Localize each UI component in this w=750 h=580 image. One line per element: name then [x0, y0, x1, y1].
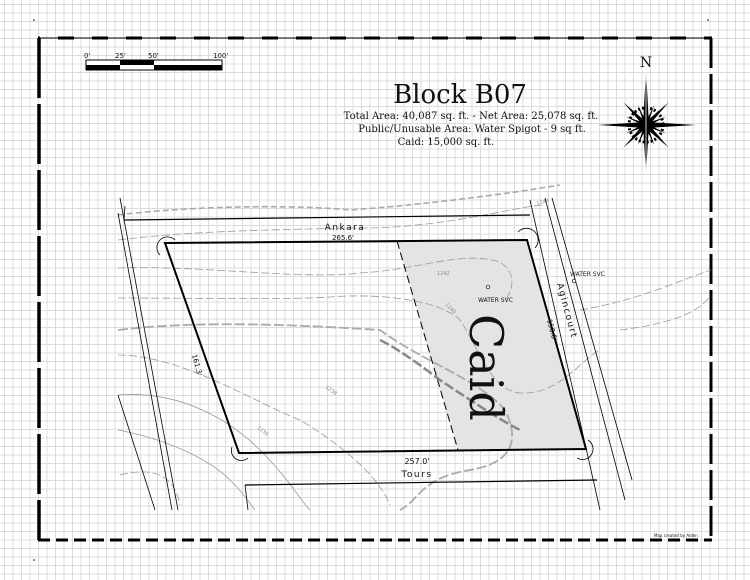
contour-label: 1238: [324, 385, 338, 397]
dimension-south: 257.0': [404, 457, 429, 466]
map-credit: Map created by Aiden: [654, 533, 698, 538]
scale-label-0: 0': [84, 52, 90, 60]
contour-label: 1236: [256, 425, 270, 438]
street-name-north: Ankara: [325, 223, 366, 233]
utility-label: WATER SVC: [570, 271, 605, 278]
caid-boundary: [396, 240, 459, 451]
area-summary-line2: Public/Unusable Area: Water Spigot - 9 s…: [358, 124, 586, 135]
caid-label: Caid: [459, 314, 513, 421]
utility-label: WATER SVC: [478, 297, 513, 304]
scale-label-50: 50': [148, 52, 159, 60]
contour-label: 1242: [437, 271, 450, 277]
dimension-west: 161.3': [190, 353, 203, 376]
water-service-icon: [571, 278, 577, 284]
map-border: [37, 36, 713, 542]
contour-label: 1244: [536, 198, 550, 207]
scale-bar: 0' 25' 50' 100': [84, 52, 228, 71]
street-name-south: Tours: [400, 470, 432, 480]
compass-north-label: N: [640, 55, 652, 71]
dimension-north: 265.6': [332, 234, 354, 242]
area-summary-line3: Caid: 15,000 sq. ft.: [398, 137, 495, 148]
corner-arcs: [156, 227, 594, 461]
water-spigot-icon: [485, 284, 491, 290]
map-title: Block B07: [393, 80, 527, 110]
area-summary-line1: Total Area: 40,087 sq. ft. - Net Area: 2…: [344, 111, 599, 122]
scale-label-25: 25': [115, 52, 126, 60]
block-parcel: [163, 238, 588, 455]
compass-rose-icon: N: [598, 55, 696, 173]
path-trail: [379, 338, 521, 432]
street-edges: [117, 197, 633, 511]
scale-label-100: 100': [213, 52, 228, 60]
caid-area: [397, 240, 586, 450]
